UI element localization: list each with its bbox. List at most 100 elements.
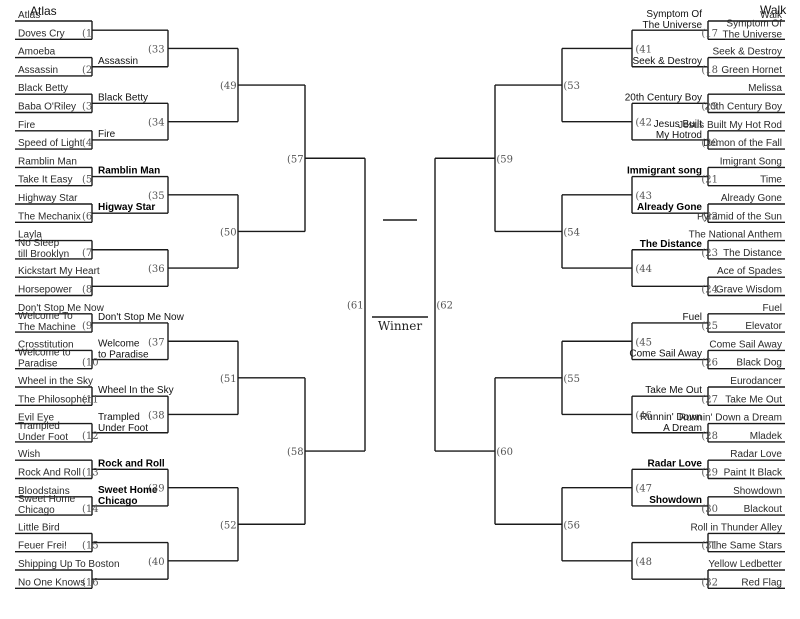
first-round-entrant: Come Sail Away	[709, 339, 782, 350]
left-header: Atlas	[30, 4, 57, 18]
match-number: (37	[148, 337, 165, 348]
seed-number: (30	[701, 504, 718, 515]
first-round-entrant: The National Anthem	[689, 230, 782, 241]
seeded-entrant: 20th Century Boy	[705, 102, 782, 113]
advancing-entrant: Black Betty	[98, 92, 148, 103]
seed-number: (5	[82, 175, 92, 186]
advancing-entrant: Wheel In the Sky	[98, 385, 174, 396]
seeded-entrant: Horsepower	[18, 285, 73, 296]
seeded-entrant: Feuer Frei!	[18, 541, 67, 552]
seed-number: (23	[701, 248, 718, 259]
seed-number: (24	[701, 285, 718, 296]
right-header: Walk	[760, 3, 787, 17]
seed-number: (19	[701, 102, 718, 113]
seeded-entrant: Green Hornet	[721, 65, 782, 76]
first-round-entrant: Don't Stop Me Now	[18, 303, 105, 314]
first-round-entrant: Little Bird	[18, 522, 60, 533]
seed-number: (20	[701, 138, 718, 149]
advancing-entrant: Ramblin Man	[98, 166, 160, 177]
seeded-entrant: Doves Cry	[18, 28, 65, 39]
bracket-lines	[15, 20, 785, 589]
seeded-entrant: The Distance	[723, 248, 782, 259]
seed-number: (32	[701, 577, 718, 588]
match-number: (52	[220, 520, 237, 531]
match-number: (41	[635, 44, 652, 55]
seeded-entrant: Mladek	[750, 431, 783, 442]
seed-number: (26	[701, 358, 718, 369]
match-number: (50	[220, 227, 237, 238]
first-round-entrant: Jesus Built My Hot Rod	[678, 120, 782, 131]
seeded-entrant: Time	[760, 175, 782, 186]
first-round-entrant: Shipping Up To Boston	[18, 559, 120, 570]
advancing-entrant: Take Me Out	[645, 385, 702, 396]
match-number: (56	[563, 520, 580, 531]
first-round-entrant: Black Betty	[18, 83, 68, 94]
match-number: (34	[148, 118, 165, 129]
seeded-entrant: Red Flag	[741, 577, 782, 588]
advancing-entrant: Don't Stop Me Now	[98, 312, 185, 323]
first-round-entrant: Runnin' Down a Dream	[679, 413, 782, 424]
first-round-entrant: Evil Eye	[18, 413, 55, 424]
match-number: (38	[148, 410, 165, 421]
match-number: (35	[148, 191, 165, 202]
seeded-entrant: The Mechanix	[18, 211, 81, 222]
seed-number: (12	[82, 431, 99, 442]
seed-number: (7	[82, 248, 92, 259]
seed-number: (11	[82, 394, 99, 405]
seed-number: (28	[701, 431, 718, 442]
first-round-entrant: Layla	[18, 230, 42, 241]
seeded-entrant: Rock And Roll	[18, 468, 81, 479]
match-number: (54	[563, 227, 580, 238]
advancing-entrant: Fire	[98, 129, 116, 140]
final-match-number: (62	[436, 301, 453, 312]
advancing-entrant: Seek & Destroy	[633, 56, 702, 67]
seed-number: (22	[701, 211, 718, 222]
match-number: (39	[148, 484, 165, 495]
seed-number: (10	[82, 358, 99, 369]
seeded-entrant: Paint It Black	[724, 468, 783, 479]
first-round-entrant: Fuel	[763, 303, 782, 314]
first-round-entrant: Atlas	[18, 10, 40, 21]
first-round-entrant: Melissa	[748, 83, 782, 94]
first-round-entrant: Fire	[18, 120, 36, 131]
advancing-entrant: 20th Century Boy	[625, 92, 702, 103]
first-round-entrant: Crosstitution	[18, 339, 74, 350]
match-number: (36	[148, 264, 165, 275]
seed-number: (31	[701, 541, 718, 552]
match-number: (49	[220, 81, 237, 92]
match-number: (33	[148, 44, 165, 55]
advancing-entrant: Radar Love	[648, 458, 703, 469]
advancing-entrant: Immigrant song	[627, 166, 702, 177]
seed-number: (6	[82, 211, 92, 222]
match-number: (43	[635, 191, 652, 202]
seeded-entrant: Assassin	[18, 65, 58, 76]
seeded-entrant: Demon of the Fall	[703, 138, 782, 149]
seed-number: (8	[82, 285, 92, 296]
seed-number: (18	[701, 65, 718, 76]
seed-number: (27	[701, 394, 718, 405]
advancing-entrant: Higway Star	[98, 202, 155, 213]
first-round-entrant: Showdown	[733, 486, 782, 497]
match-number: (58	[287, 447, 304, 458]
first-round-entrant: Wish	[18, 449, 40, 460]
match-number: (55	[563, 374, 580, 385]
match-number: (47	[635, 484, 652, 495]
match-number: (51	[220, 374, 237, 385]
match-number: (57	[287, 154, 304, 165]
match-number: (53	[563, 81, 580, 92]
seed-number: (9	[82, 321, 92, 332]
advancing-entrant: Come Sail Away	[629, 349, 702, 360]
first-round-entrant: Eurodancer	[730, 376, 782, 387]
